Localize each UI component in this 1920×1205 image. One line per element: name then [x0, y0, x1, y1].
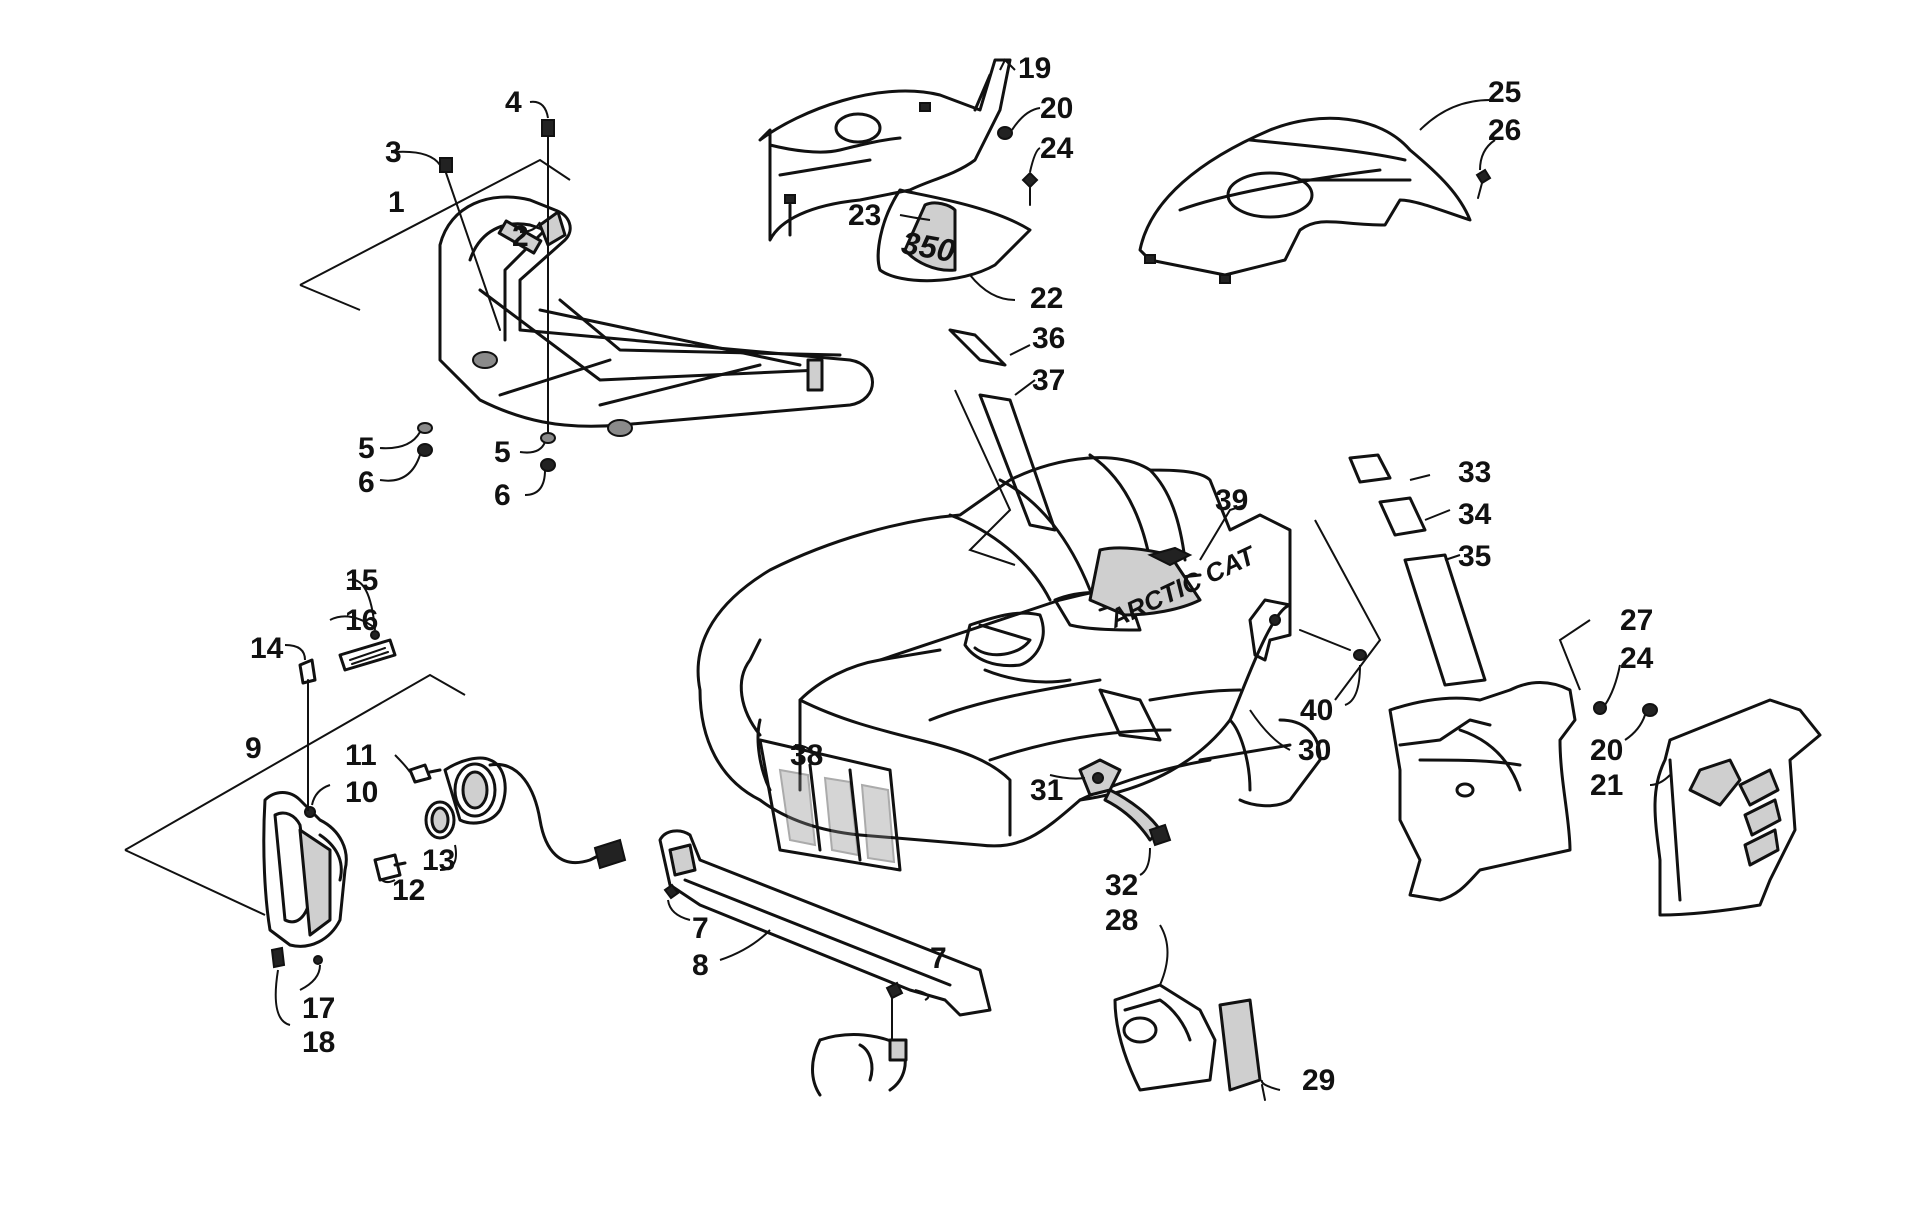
callout-14: 14	[250, 632, 284, 665]
callout-40: 40	[1300, 694, 1333, 727]
callout-5-right: 5	[494, 436, 511, 469]
callout-1: 1	[388, 186, 405, 219]
callout-16: 16	[345, 604, 378, 637]
callout-25: 25	[1488, 76, 1521, 109]
callout-35: 35	[1458, 540, 1491, 573]
callout-12: 12	[392, 874, 425, 907]
callout-32: 32	[1105, 869, 1138, 902]
callout-38: 38	[790, 739, 823, 772]
callout-28: 28	[1105, 904, 1138, 937]
callout-3: 3	[385, 136, 402, 169]
callout-34: 34	[1458, 498, 1492, 531]
callout-33: 33	[1458, 456, 1491, 489]
callout-6-right: 6	[494, 479, 511, 512]
rack-hardware	[379, 100, 556, 496]
callout-39: 39	[1215, 484, 1248, 517]
callout-19: 19	[1018, 52, 1051, 85]
callout-15: 15	[345, 564, 378, 597]
callout-11: 11	[345, 739, 377, 772]
callout-13: 13	[422, 844, 455, 877]
callout-30: 30	[1298, 734, 1331, 767]
callout-18: 18	[302, 1026, 335, 1059]
callout-36: 36	[1032, 322, 1065, 355]
front-body: ARCTIC CAT	[696, 453, 1322, 876]
callout-21: 21	[1590, 769, 1623, 802]
callout-20-top: 20	[1040, 92, 1073, 125]
callout-6-left: 6	[358, 466, 375, 499]
callout-labels: 1 2 3 4 5 6 5 6 19 20 24 23 22 25 26 36 …	[245, 52, 1654, 1097]
front-bumper	[658, 829, 992, 1097]
callout-22: 22	[1030, 282, 1063, 315]
headlight-assembly	[124, 578, 466, 1026]
callout-20-right: 20	[1590, 734, 1623, 767]
callout-24-right: 24	[1620, 642, 1654, 675]
rear-fender	[1138, 99, 1496, 284]
callout-4: 4	[505, 86, 522, 119]
front-panel: 350	[758, 58, 1041, 301]
callout-26: 26	[1488, 114, 1521, 147]
callout-7-left: 7	[692, 912, 709, 945]
callout-2: 2	[512, 220, 529, 253]
callout-37: 37	[1032, 364, 1065, 397]
callout-9: 9	[245, 732, 262, 765]
callout-24-top: 24	[1040, 132, 1074, 165]
front-rack	[299, 158, 874, 437]
callout-17: 17	[302, 992, 335, 1025]
skid-guard	[1113, 924, 1281, 1101]
callout-5-left: 5	[358, 432, 375, 465]
callout-29: 29	[1302, 1064, 1335, 1097]
callout-10: 10	[345, 776, 378, 809]
side-panel-inner	[1388, 619, 1621, 902]
decals-group	[948, 328, 1487, 701]
callout-27: 27	[1620, 604, 1653, 637]
callout-31: 31	[1030, 774, 1063, 807]
bolt-40	[1299, 629, 1367, 706]
callout-8: 8	[692, 949, 709, 982]
bulb-socket	[373, 754, 627, 884]
callout-23: 23	[848, 199, 881, 232]
callout-7-right: 7	[930, 942, 947, 975]
side-panel-outer	[1624, 698, 1822, 917]
